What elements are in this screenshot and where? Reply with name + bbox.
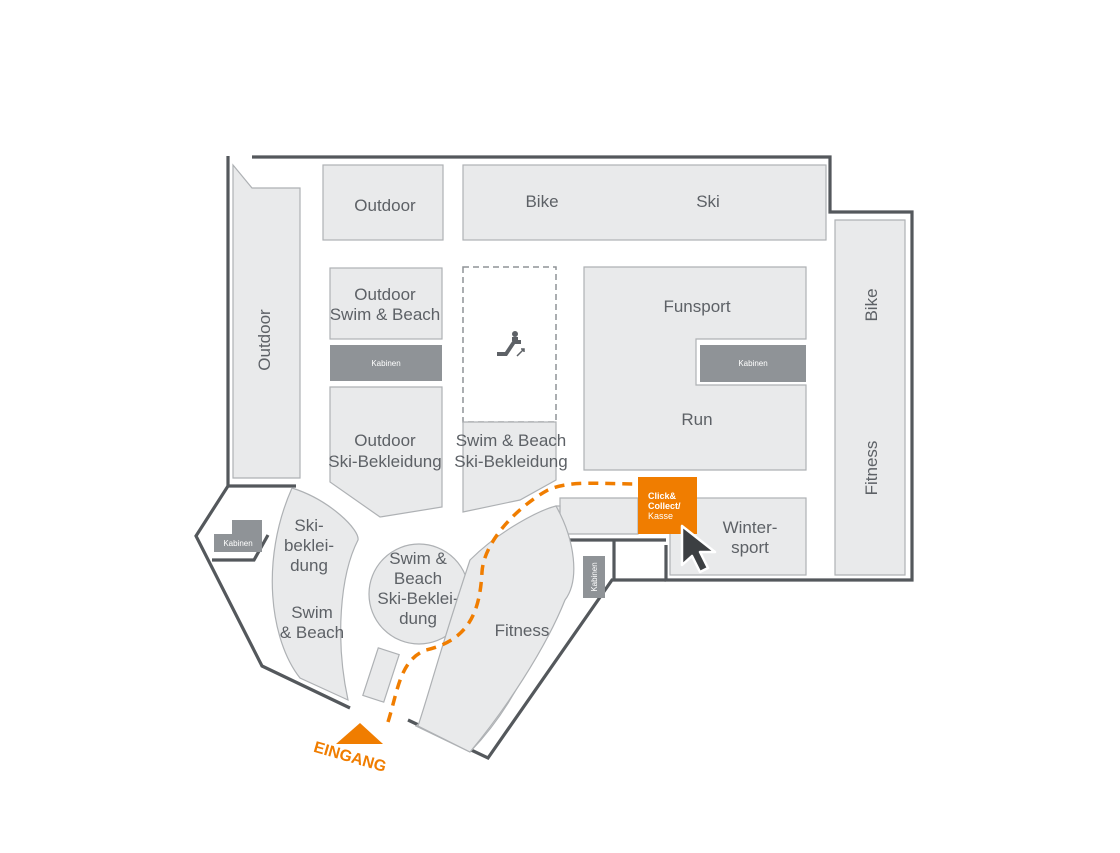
zone-fitness-center-label: Fitness (495, 621, 550, 640)
zone-ski-bekleidung-label-3: dung (290, 556, 328, 575)
zone-outdoor-top (322, 164, 444, 241)
zone-center-circle-label-3: Ski-Beklei- (377, 589, 458, 608)
zone-ski-top-label: Ski (696, 192, 720, 211)
zone-wintersport-label-2: sport (731, 538, 769, 557)
zone-center-circle-label-4: dung (399, 609, 437, 628)
click-collect-box[interactable] (638, 477, 697, 534)
kabinen-left-label: Kabinen (371, 359, 400, 368)
zone-outdoor-ski-bekleidung (329, 386, 443, 518)
zone-ski-bekleidung-label-2: beklei- (284, 536, 334, 555)
kabinen-corner (214, 534, 262, 552)
zone-outdoor-ski-bekleidung-label-1: Outdoor (354, 431, 416, 450)
zone-swim-beach-ski-bekleidung (462, 421, 557, 513)
click-collect-label-3: Kasse (648, 511, 673, 521)
zone-bike-ski-top (462, 164, 827, 241)
zone-fitness-right-label: Fitness (862, 441, 881, 496)
zone-swim-beach-ski-bekleidung-label-1: Swim & Beach (456, 431, 567, 450)
zone-bike-fitness-right (834, 219, 906, 576)
cursor-arrow-icon (680, 524, 717, 574)
route-to-click-collect (386, 481, 641, 723)
zone-ski-bekleidung-label-1: Ski- (294, 516, 323, 535)
kabinen-left (330, 345, 442, 381)
escalator-area (462, 266, 557, 423)
zone-outdoor-left-label: Outdoor (255, 309, 274, 371)
zone-center-circle-label-2: Beach (394, 569, 442, 588)
entrance-label: EINGANG (312, 739, 388, 776)
click-collect-label-1: Click& (648, 491, 677, 501)
zone-swim-beach-ski-bekleidung-label-2: Ski-Bekleidung (454, 452, 567, 471)
click-collect-label-2: Collect/ (648, 501, 681, 511)
zone-bike-right-label: Bike (862, 288, 881, 321)
zone-outdoor-swim-beach (329, 267, 443, 340)
kabinen-corner-block (232, 520, 262, 536)
zone-bike-top-label: Bike (525, 192, 558, 211)
zone-outdoor-swim-beach-label-1: Outdoor (354, 285, 416, 304)
zone-swim-beach-left-label-1: Swim (291, 603, 333, 622)
zone-outdoor-left (232, 163, 301, 479)
zone-outdoor-swim-beach-label-2: Swim & Beach (330, 305, 441, 324)
zone-funsport-run (583, 266, 807, 471)
zone-swim-beach-left-label-2: & Beach (280, 623, 344, 642)
zone-entrance-island (362, 647, 400, 703)
zone-wintersport-label-1: Winter- (723, 518, 778, 537)
zone-fitness-center-fill (417, 505, 575, 753)
zone-center-circle-label-1: Swim & (389, 549, 447, 568)
kabinen-small-label: Kabinen (590, 562, 599, 591)
zone-outdoor-top-label: Outdoor (354, 196, 416, 215)
zone-run-label: Run (681, 410, 712, 429)
escalator-icon (497, 331, 525, 357)
kabinen-corner-label: Kabinen (223, 539, 252, 548)
zone-outdoor-ski-bekleidung-label-2: Ski-Bekleidung (328, 452, 441, 471)
zone-strip (559, 497, 639, 535)
zone-funsport-label: Funsport (663, 297, 730, 316)
kabinen-right (700, 345, 806, 382)
entrance-arrow-icon (336, 723, 383, 744)
zone-ski-bekleidung-swim-beach-left (271, 487, 359, 702)
kabinen-right-label: Kabinen (738, 359, 767, 368)
kabinen-small (583, 556, 605, 598)
